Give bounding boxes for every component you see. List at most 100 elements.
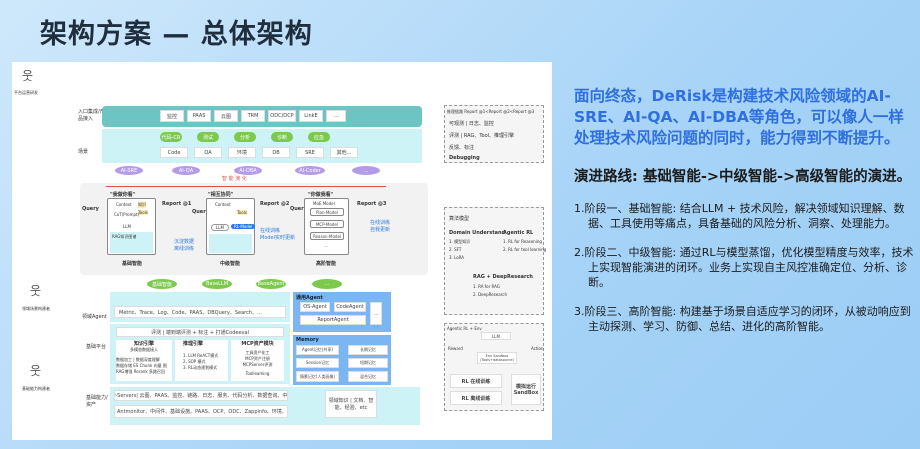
assets-bar: Antmonitor、中间件、基础设施、PAAS、OCP、ODC、Zappinf… bbox=[114, 405, 288, 418]
stage-note: 沉淀数据 bbox=[174, 239, 195, 245]
row-label: 场景 bbox=[78, 149, 89, 155]
mcp-servers: MCP-Servers| 云图、PAAS、监控、链路、日志、服务、代码分析、数据… bbox=[114, 390, 288, 401]
engine-title: 知识引擎 bbox=[133, 341, 154, 347]
context-label: Context bbox=[215, 202, 231, 207]
model-box: Reason-Model bbox=[310, 232, 344, 240]
scene-item: Code bbox=[160, 147, 188, 158]
actor-label: 领域场景构建者 bbox=[22, 306, 50, 311]
action-label: Action bbox=[531, 346, 544, 351]
person-icon: 웃 bbox=[30, 364, 42, 378]
mcp-asset-module: MCP资产模块 工具资产化工 MCP资产注册 MCPServer评测 Tooll… bbox=[231, 340, 284, 381]
stage-quote: "你做我看" bbox=[308, 192, 334, 198]
entry-item: 云图 bbox=[214, 110, 238, 122]
general-agent-title: 通用Agent bbox=[296, 295, 323, 301]
query-label: Query bbox=[192, 209, 209, 215]
model-more: ... bbox=[324, 243, 328, 248]
algo-item: 1. RA for RAG bbox=[473, 284, 500, 289]
rl-online: RL 在线训练 bbox=[450, 374, 502, 388]
base-capability-area: MCP-Servers| 云图、PAAS、监控、链路、日志、服务、代码分析、数据… bbox=[110, 387, 420, 425]
algo-item: 2. DeepResearch bbox=[473, 292, 507, 297]
rl-model: RL-Model bbox=[231, 224, 256, 229]
agent-tools: Metric、Trace、Log、Code、PAAS、DBQuery、Searc… bbox=[114, 306, 286, 318]
stage-name: 高阶智能 bbox=[316, 261, 337, 267]
observability-panel: 推理链路 Report @1<Report @2<Report @3 可观测 |… bbox=[444, 105, 544, 163]
memory-item: 混合记忆 bbox=[348, 371, 388, 382]
model-box: MCP-Model bbox=[310, 220, 344, 228]
stage-text: 2.阶段二、中级智能: 通过RL与模型蒸馏，优化模型精度与效率，技术上实现智能演… bbox=[574, 246, 914, 289]
rl-offline: RL 离线训练 bbox=[450, 391, 502, 405]
engine-title: MCP资产模块 bbox=[241, 341, 274, 347]
memory-item: 长期记忆 bbox=[348, 345, 388, 355]
algo-heading: Domain Understand bbox=[449, 230, 506, 236]
flow-step: 代码-CR bbox=[160, 132, 182, 142]
eval-bar: 评测 | 端到端评测 + 标注 + 打通Codeeval bbox=[116, 327, 284, 337]
tools-tag: Tools bbox=[138, 210, 148, 215]
engine-line: RAG增强 Rerank 多路召回 bbox=[116, 369, 165, 374]
domain-knowledge: 领域知识 | 文档、智能、经验、etc bbox=[325, 390, 377, 418]
memory: Memory Agent记忆(共享) Session记忆 情景记忆(人类画像) … bbox=[293, 335, 391, 385]
stage-note: Model实时更新 bbox=[260, 235, 296, 241]
flow-step: 测试 bbox=[197, 132, 219, 142]
memory-item: Agent记忆(共享) bbox=[296, 345, 339, 355]
agent-item: ReportAgent bbox=[300, 315, 366, 325]
engine-line: 工具资产化工 bbox=[245, 350, 270, 355]
algo-item: 2. SFT bbox=[449, 247, 462, 252]
knowledge-engine: 知识引擎 多模态数据接入 数据加工 | 数据深度理解 数据存储 ES Chunk… bbox=[116, 340, 172, 381]
engine-line: 1. LLM ReACT模式 bbox=[183, 353, 219, 358]
rl-llm: LLM bbox=[481, 332, 511, 340]
rag-tag: 知识 bbox=[138, 202, 146, 208]
entry-item: 监控 bbox=[160, 110, 184, 122]
scene-item: QA bbox=[194, 147, 222, 158]
chain-label: 推理链路 Report @1<Report @2<Report @3 bbox=[447, 109, 535, 114]
algo-item: 1. RL for Reasoning bbox=[503, 239, 542, 244]
llm-label: LLM bbox=[211, 224, 229, 231]
flow-step: 应急 bbox=[308, 132, 330, 142]
knowledge-graph: RAG知识图谱 bbox=[110, 232, 153, 253]
actor-label: 平台运营研发 bbox=[14, 90, 38, 95]
rl-env-panel: Agentic RL + Env LLM Reward Action Env S… bbox=[444, 323, 544, 411]
stage-box-advanced: MoE Model Plan-Model MCP-Model Reason-Mo… bbox=[304, 198, 349, 255]
report-label: Report @1 bbox=[162, 201, 192, 207]
engine-line: 3. RL动态规划模式 bbox=[183, 365, 218, 370]
cot-label: CoT(Prompt) bbox=[114, 212, 140, 217]
query-label: Query bbox=[290, 206, 307, 212]
row-label: 基础能力/资产 bbox=[86, 395, 108, 408]
engine-line: MCP资产注册 bbox=[245, 356, 270, 361]
role-pill: AI-SRE bbox=[115, 166, 143, 175]
engine-line: 数据加工 | 数据深度理解 bbox=[116, 357, 160, 362]
stage-quote: "我做你看" bbox=[110, 192, 136, 198]
algo-item: 1. 模型知识 bbox=[449, 239, 471, 244]
role-pill: ... bbox=[352, 166, 380, 175]
side-item: Debugging bbox=[449, 155, 480, 161]
entry-item: LinkE bbox=[299, 110, 323, 122]
algo-heading: RAG + DeepResearch bbox=[473, 274, 533, 280]
entry-item: ODC/OCP bbox=[268, 110, 296, 122]
algo-item: 2. RL for tool learning bbox=[503, 247, 547, 252]
scene-area: 代码-CR 测试 分析 诊断 应急 Code QA 环境 DB SRE 其他..… bbox=[102, 129, 422, 163]
base-pill: BaseLLM bbox=[202, 279, 232, 289]
model-box: Plan-Model bbox=[310, 208, 344, 216]
base-pill: BaseAgent bbox=[256, 279, 286, 289]
agent-item: OS-Agent bbox=[300, 302, 330, 312]
route-heading: 演进路线: 基础智能->中级智能->高级智能的演进。 bbox=[574, 169, 912, 185]
reasoning-engine: 推理引擎 1. LLM ReACT模式 2. SOP 模式 3. RL动态规划模… bbox=[175, 340, 228, 381]
stage-box-mid: Context Tools LLM RL-Model bbox=[206, 198, 256, 255]
platform-area: 评测 | 端到端评测 + 标注 + 打通Codeeval 知识引擎 多模态数据接… bbox=[110, 324, 290, 384]
architecture-diagram: 웃 平台运营研发 웃 领域场景构建者 웃 基础能力构建者 入口集成/产品接入 场… bbox=[12, 62, 552, 440]
role-pill: AI-DBA bbox=[234, 166, 262, 175]
side-item: 反馈、标注 bbox=[449, 145, 475, 151]
scene-item: 环境 bbox=[228, 147, 256, 158]
kg-label: RAG知识图谱 bbox=[112, 234, 137, 239]
memory-title: Memory bbox=[296, 337, 319, 343]
stage-note: 在线训练 bbox=[370, 220, 391, 226]
side-item: 评测 | RAG、Tool、推理引擎 bbox=[449, 133, 515, 139]
agent-item: ... bbox=[370, 302, 382, 325]
entry-item: TRM bbox=[241, 110, 265, 122]
intro-text: 面向终态，DeRisk是构建技术风险领域的AI-SRE、AI-QA、AI-DBA… bbox=[574, 87, 904, 147]
stage-quote: "相互协同" bbox=[208, 192, 234, 198]
memory-item: 短期记忆 bbox=[348, 358, 388, 368]
person-icon: 웃 bbox=[30, 284, 42, 298]
role-pill: AI-Coder bbox=[295, 166, 325, 175]
actor-label: 基础能力构建者 bbox=[22, 386, 50, 391]
side-item: 可观测 | 日志、监控 bbox=[449, 121, 494, 127]
